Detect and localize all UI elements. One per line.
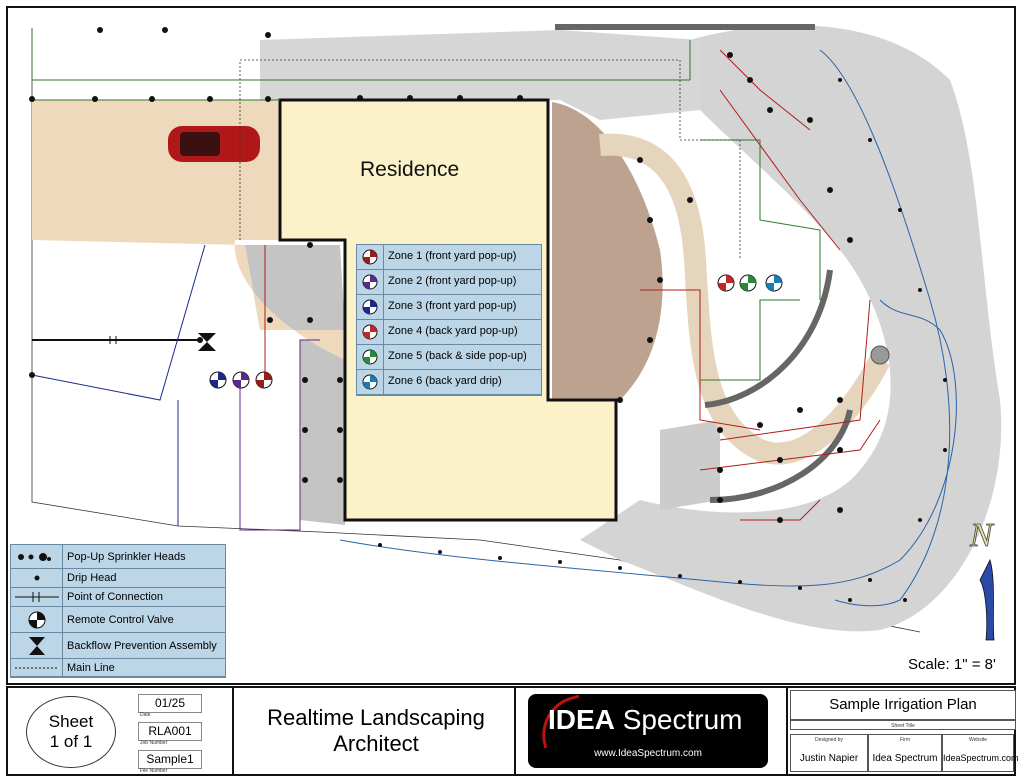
shrub-beds <box>245 25 1002 632</box>
firm-box: Firm Idea Spectrum <box>868 734 942 772</box>
designed-by-box: Designed by Justin Napier <box>790 734 868 772</box>
sheet-border <box>6 6 1016 685</box>
zone-row: Zone 5 (back & side pop-up) <box>357 345 541 370</box>
title-block: Sheet 1 of 1 01/25 Date RLA001 Job Numbe… <box>6 686 1019 776</box>
firm-line1: Realtime Landscaping <box>267 705 485 730</box>
sheet-number: 1 of 1 <box>49 732 93 751</box>
job-number-value: RLA001 <box>138 722 202 741</box>
firm-name: Realtime Landscaping Architect <box>236 688 516 774</box>
file-number-value: Sample1 <box>138 750 202 769</box>
firm-line2: Architect <box>333 731 419 756</box>
zone-row: Zone 1 (front yard pop-up) <box>357 245 541 270</box>
zone-label: Zone 4 (back yard pop-up) <box>388 325 518 337</box>
zone-label: Zone 2 (front yard pop-up) <box>388 275 517 287</box>
popup-sprinkler-heads-icon <box>11 545 63 568</box>
point-of-connection-icon <box>109 336 117 344</box>
designed-by-value: Justin Napier <box>799 753 859 764</box>
sheet-title-label: Sheet Title <box>891 723 915 729</box>
dotted-main-line <box>239 59 741 260</box>
main-line-icon <box>11 659 63 676</box>
job-number-label: Job Number <box>140 740 168 746</box>
sheet-word: Sheet <box>48 712 94 731</box>
zone-row: Zone 4 (back yard pop-up) <box>357 320 541 345</box>
legend-row: Main Line <box>11 659 225 677</box>
sheet-number-circle: Sheet 1 of 1 <box>26 696 116 768</box>
remote-control-valve-icon <box>357 370 384 394</box>
remote-control-valve-icon <box>357 270 384 294</box>
logo-url: www.IdeaSpectrum.com <box>594 748 702 759</box>
legend-row: Drip Head <box>11 569 225 588</box>
website-box: Website IdeaSpectrum.com <box>942 734 1019 772</box>
residence-label: Residence <box>360 158 459 181</box>
zone-row: Zone 3 (front yard pop-up) <box>357 295 541 320</box>
file-number-label: File Number <box>140 768 168 774</box>
north-symbol: N <box>969 517 995 554</box>
zone-table: Zone 1 (front yard pop-up) Zone 2 (front… <box>356 244 542 396</box>
zone-pipes <box>31 49 881 531</box>
backflow-prevention-icon <box>198 333 216 351</box>
legend-row: Backflow Prevention Assembly <box>11 633 225 659</box>
sheet-title-value: Sample Irrigation Plan <box>790 690 1016 720</box>
firm-label: Firm <box>900 737 910 743</box>
idea-spectrum-logo: IDEA Spectrum www.IdeaSpectrum.com <box>528 694 768 768</box>
zone-row: Zone 2 (front yard pop-up) <box>357 270 541 295</box>
website-value: IdeaSpectrum.com <box>943 753 1019 763</box>
designed-by-label: Designed by <box>815 737 843 743</box>
remote-control-valve-icon <box>357 245 384 269</box>
firm-value: Idea Spectrum <box>872 753 938 764</box>
legend-label: Backflow Prevention Assembly <box>67 639 217 652</box>
firm-cell <box>234 688 516 774</box>
sheet-info-cell: Sheet 1 of 1 01/25 Date RLA001 Job Numbe… <box>8 688 234 774</box>
zone-label: Zone 3 (front yard pop-up) <box>388 300 517 312</box>
backflow-prevention-icon <box>11 633 63 658</box>
legend-row: Point of Connection <box>11 588 225 607</box>
scale-label: Scale: 1" = 8' <box>908 656 996 673</box>
website-label: Website <box>969 737 987 743</box>
remote-control-valve-icon <box>357 345 384 369</box>
logo-cell <box>516 688 788 774</box>
garden-walls <box>555 24 853 503</box>
legend-label: Point of Connection <box>67 591 164 603</box>
legend-row: Remote Control Valve <box>11 607 225 633</box>
remote-control-valve-icon <box>357 320 384 344</box>
walkway <box>599 133 890 465</box>
patio <box>552 102 663 400</box>
legend-label: Main Line <box>67 661 115 674</box>
zone-label: Zone 1 (front yard pop-up) <box>388 250 517 262</box>
remote-control-valve-icon <box>11 607 63 632</box>
legend-label: Drip Head <box>67 572 117 584</box>
fountain <box>870 345 890 365</box>
sprinkler-heads <box>29 27 853 523</box>
legend-label: Pop-Up Sprinkler Heads <box>67 550 186 563</box>
legend-row: Pop-Up Sprinkler Heads <box>11 545 225 569</box>
zone-label: Zone 6 (back yard drip) <box>388 375 502 387</box>
car-icon <box>168 126 260 162</box>
point-of-connection-icon <box>11 588 63 606</box>
drip-head-icon <box>11 569 63 587</box>
sheet-title-label-box: Sheet Title <box>790 720 1016 730</box>
legend-label: Remote Control Valve <box>67 613 174 626</box>
zone-label: Zone 5 (back & side pop-up) <box>388 350 527 362</box>
remote-control-valve-icon <box>357 295 384 319</box>
date-label: Date <box>140 712 151 718</box>
zone-row: Zone 6 (back yard drip) <box>357 370 541 395</box>
legend: Pop-Up Sprinkler Heads Drip Head Point o… <box>10 544 226 678</box>
driveway <box>32 100 345 360</box>
north-arrow: N <box>969 517 995 641</box>
logo-text: IDEA Spectrum <box>548 704 743 735</box>
remote-control-valves-back <box>717 274 783 292</box>
drip-line <box>339 49 957 607</box>
drip-heads <box>378 78 947 602</box>
remote-control-valves-front <box>209 371 273 389</box>
date-value: 01/25 <box>138 694 202 713</box>
